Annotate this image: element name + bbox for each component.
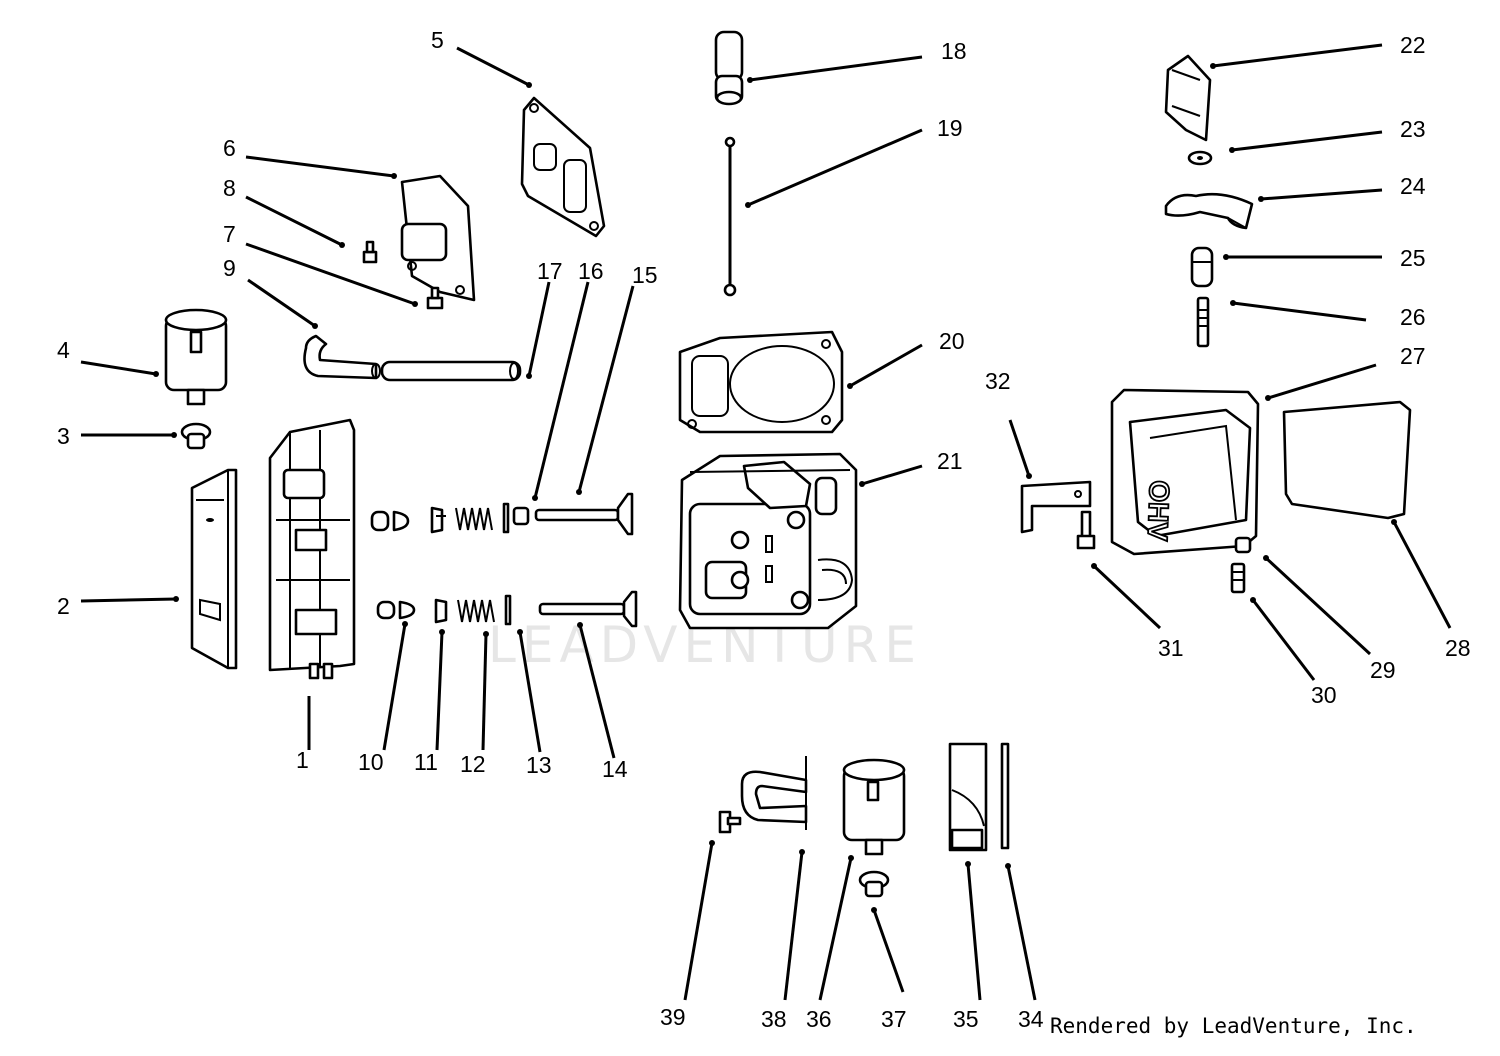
part-spring-retainer-upper bbox=[430, 506, 446, 534]
part-grommet-lower bbox=[858, 870, 890, 898]
part-bracket-32 bbox=[1020, 480, 1092, 534]
callout-28: 28 bbox=[1445, 635, 1471, 661]
part-fitting-30 bbox=[1230, 562, 1246, 594]
part-bolt-31 bbox=[1076, 510, 1096, 550]
part-valve-intake bbox=[534, 492, 634, 536]
callout-36: 36 bbox=[806, 1006, 832, 1032]
callout-5: 5 bbox=[431, 27, 444, 53]
part-valve-exhaust bbox=[538, 590, 638, 628]
part-screw-7 bbox=[426, 286, 444, 310]
part-valve-seal-upper bbox=[502, 502, 510, 534]
part-rod-guide bbox=[714, 30, 744, 106]
part-spring-retainer-lower bbox=[434, 598, 448, 624]
callout-17: 17 bbox=[537, 258, 563, 284]
part-filter-upper bbox=[164, 308, 228, 406]
callout-37: 37 bbox=[881, 1006, 907, 1032]
leader-dots bbox=[153, 63, 1397, 913]
callout-20: 20 bbox=[939, 328, 965, 354]
part-valve-seal-lower bbox=[504, 594, 512, 626]
part-breather-tube bbox=[380, 360, 522, 382]
part-filter-lower bbox=[842, 758, 906, 856]
callout-34: 34 bbox=[1018, 1006, 1044, 1032]
part-cylinder-head bbox=[678, 452, 858, 630]
part-head-gasket bbox=[678, 330, 844, 434]
callout-9: 9 bbox=[223, 255, 236, 281]
part-washer bbox=[1187, 150, 1213, 166]
callout-1: 1 bbox=[296, 747, 309, 773]
callout-32: 32 bbox=[985, 368, 1011, 394]
part-valve-cover: OHV bbox=[1110, 388, 1260, 556]
part-cover-gasket bbox=[1282, 400, 1412, 520]
callout-3: 3 bbox=[57, 423, 70, 449]
callout-30: 30 bbox=[1311, 682, 1337, 708]
part-strip-34 bbox=[1000, 742, 1010, 850]
part-valve-cap-upper bbox=[512, 506, 530, 526]
callout-2: 2 bbox=[57, 593, 70, 619]
part-shroud-35 bbox=[948, 742, 988, 852]
part-clamp-bracket bbox=[740, 756, 808, 830]
part-valve-keepers-lower bbox=[376, 600, 416, 620]
part-valve-spring-lower bbox=[457, 599, 495, 623]
callout-14: 14 bbox=[602, 756, 628, 782]
part-plate-22 bbox=[1164, 54, 1212, 142]
callout-24: 24 bbox=[1400, 173, 1426, 199]
callout-35: 35 bbox=[953, 1006, 979, 1032]
callout-12: 12 bbox=[460, 751, 486, 777]
callout-38: 38 bbox=[761, 1006, 787, 1032]
part-grommet bbox=[180, 422, 212, 450]
part-valve-keepers-upper bbox=[370, 510, 410, 532]
part-screw-8 bbox=[362, 240, 378, 264]
callout-26: 26 bbox=[1400, 304, 1426, 330]
callout-31: 31 bbox=[1158, 635, 1184, 661]
callout-21: 21 bbox=[937, 448, 963, 474]
callout-10: 10 bbox=[358, 749, 384, 775]
part-stud bbox=[1196, 296, 1210, 348]
callout-25: 25 bbox=[1400, 245, 1426, 271]
callout-27: 27 bbox=[1400, 343, 1426, 369]
callout-29: 29 bbox=[1370, 657, 1396, 683]
callout-8: 8 bbox=[223, 175, 236, 201]
part-pivot bbox=[1190, 246, 1214, 288]
part-valve-spring-upper bbox=[455, 507, 493, 531]
part-head-block bbox=[268, 418, 356, 680]
part-hose-elbow bbox=[303, 334, 381, 380]
callout-18: 18 bbox=[941, 38, 967, 64]
callout-11: 11 bbox=[414, 749, 438, 775]
callout-22: 22 bbox=[1400, 32, 1426, 58]
callout-13: 13 bbox=[526, 752, 552, 778]
ohv-logo-text: OHV bbox=[1142, 480, 1175, 542]
callout-7: 7 bbox=[223, 221, 236, 247]
part-screw-39 bbox=[718, 810, 742, 834]
callout-23: 23 bbox=[1400, 116, 1426, 142]
callout-16: 16 bbox=[578, 258, 604, 284]
part-cover-plate bbox=[190, 468, 238, 670]
callout-4: 4 bbox=[57, 337, 70, 363]
part-gasket-5 bbox=[520, 96, 606, 238]
part-nut-29 bbox=[1234, 536, 1252, 554]
callout-6: 6 bbox=[223, 135, 236, 161]
part-rocker-arm bbox=[1164, 192, 1254, 230]
callout-39: 39 bbox=[660, 1004, 686, 1030]
callout-labels: 1 2 3 4 5 6 7 8 9 10 11 12 13 14 15 16 1… bbox=[57, 27, 1471, 1032]
part-push-rod bbox=[723, 136, 737, 297]
callout-15: 15 bbox=[632, 262, 658, 288]
leader-lines bbox=[80, 43, 1452, 1001]
part-breather-cover bbox=[400, 174, 476, 302]
credit-text: Rendered by LeadVenture, Inc. bbox=[1050, 1014, 1417, 1038]
callout-19: 19 bbox=[937, 115, 963, 141]
